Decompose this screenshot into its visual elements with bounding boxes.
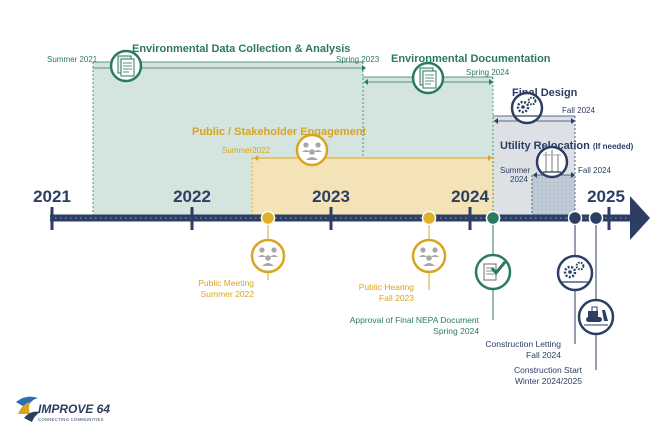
year-label-2021: 2021 — [33, 187, 71, 206]
start-date: Winter 2024/2025 — [515, 376, 582, 386]
people-icon — [250, 238, 286, 274]
document-icon — [411, 61, 445, 95]
public-hearing-marker — [421, 210, 437, 226]
env-data-end: Spring 2023 — [336, 55, 380, 64]
improve64-logo: IMPROVE 64 CONNECTING COMMUNITIES — [16, 396, 110, 422]
public-meeting-title: Public Meeting — [198, 278, 254, 288]
nepa-date: Spring 2024 — [433, 326, 479, 336]
year-label-2022: 2022 — [173, 187, 211, 206]
public-meeting-date: Summer 2022 — [201, 289, 255, 299]
env-data-start: Summer 2021 — [47, 55, 98, 64]
logo-tagline: CONNECTING COMMUNITIES — [38, 417, 104, 422]
nepa-marker — [485, 210, 501, 226]
utility-pole-icon — [535, 145, 569, 179]
gears-icon — [556, 254, 594, 292]
people-icon — [295, 133, 329, 167]
year-label-2024: 2024 — [451, 187, 489, 206]
utility-start-year: 2024 — [510, 175, 528, 184]
public-box — [252, 158, 493, 218]
document-icon — [109, 49, 143, 83]
letting-title: Construction Letting — [485, 339, 561, 349]
public-meeting-marker — [260, 210, 276, 226]
start-title: Construction Start — [514, 365, 583, 375]
year-label-2025: 2025 — [587, 187, 625, 206]
gears-icon — [510, 91, 544, 125]
public-start: Summer2022 — [222, 146, 271, 155]
utility-title: Utility Relocation(If needed) — [500, 140, 634, 152]
utility-note: (If needed) — [593, 142, 634, 151]
env-doc-title: Environmental Documentation — [391, 53, 551, 65]
env-data-title: Environmental Data Collection & Analysis — [132, 43, 350, 55]
utility-start-season: Summer — [500, 166, 531, 175]
year-label-2023: 2023 — [312, 187, 350, 206]
public-title: Public / Stakeholder Engagement — [192, 126, 367, 138]
utility-end: Fall 2024 — [578, 166, 611, 175]
timeline-arrow — [630, 196, 650, 240]
env-doc-end: Spring 2024 — [466, 68, 510, 77]
nepa-title: Approval of Final NEPA Document — [350, 315, 480, 325]
logo-name: IMPROVE 64 — [38, 402, 110, 416]
letting-marker — [567, 210, 583, 226]
letting-date: Fall 2024 — [526, 350, 561, 360]
utility-title-main: Utility Relocation — [500, 140, 590, 152]
utility-box — [532, 175, 575, 218]
document-check-icon — [474, 253, 512, 291]
final-design-end: Fall 2024 — [562, 106, 595, 115]
start-marker — [588, 210, 604, 226]
public-hearing-title: Public Hearing — [359, 282, 415, 292]
bulldozer-icon — [577, 298, 615, 336]
people-icon — [411, 238, 447, 274]
public-hearing-date: Fall 2023 — [379, 293, 414, 303]
